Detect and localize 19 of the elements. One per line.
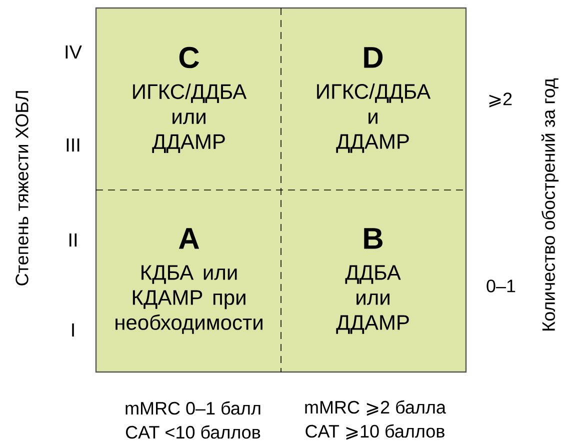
severity-grade: III	[66, 138, 80, 152]
treatment-text: ДДБА или ДДАМР	[336, 265, 409, 334]
quadrant-letter: B	[364, 228, 382, 249]
axis-title: Количество обострений за год	[541, 78, 559, 330]
treatment-text: ИГКС/ДДБА или ДДАМР	[133, 84, 247, 154]
axis-label: CAT ⩾10 баллов	[306, 424, 444, 440]
axis-label: CAT <10 баллов	[126, 425, 260, 439]
severity-grade: I	[72, 323, 74, 337]
treatment-text: КДБА или КДАМР при необходимости	[116, 265, 262, 334]
axis-label: ⩾2	[489, 92, 512, 108]
quadrant-letter: D	[364, 47, 383, 68]
axis-label: 0–1	[486, 280, 516, 292]
axis-label: mMRC 0–1 балл	[126, 401, 260, 415]
severity-grade: II	[69, 233, 77, 247]
quadrant-letter: A	[178, 228, 200, 249]
quadrant-letter: C	[179, 46, 200, 68]
treatment-text: ИГКС/ДДБА и ДДАМР	[317, 84, 431, 153]
axis-title: Степень тяжести ХОБЛ	[16, 91, 28, 286]
axis-label: mMRC ⩾2 балла	[305, 400, 446, 416]
